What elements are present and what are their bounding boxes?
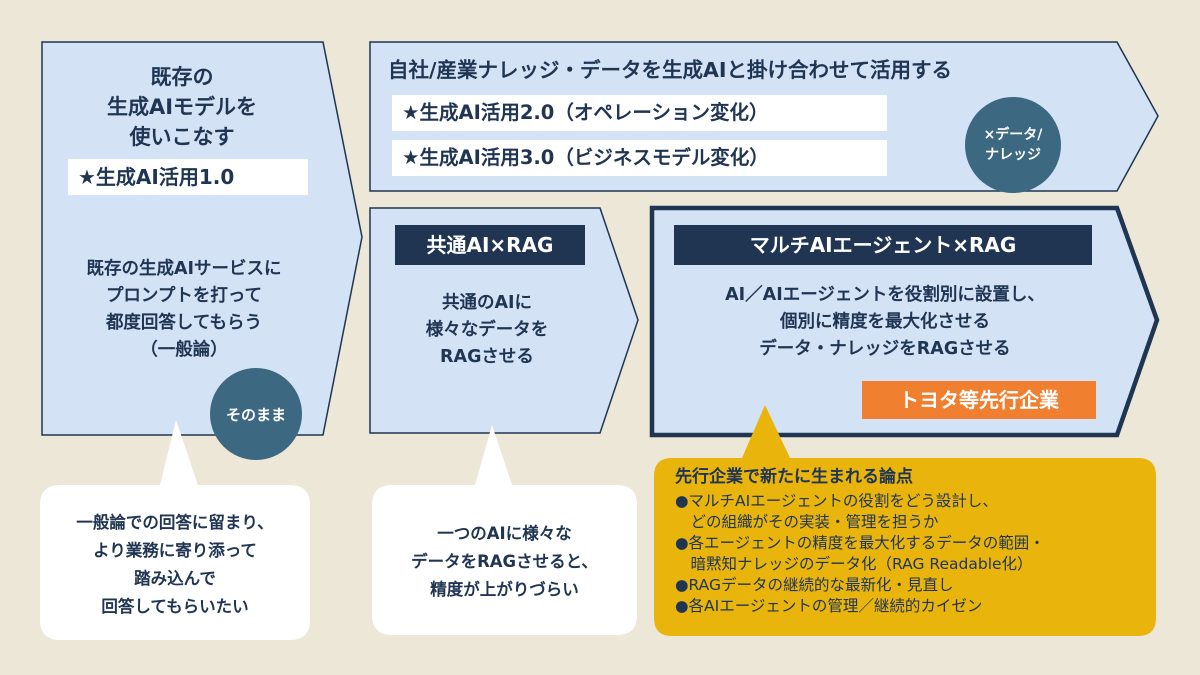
- bubble2-text: 一つのAIに様々な データをRAGさせると、 精度が上がりづらい: [411, 524, 598, 599]
- bubble3-shape: [654, 405, 1156, 636]
- col2-body: 共通のAIに 様々なデータを RAGさせる: [425, 293, 549, 367]
- top-badge-2: ★生成AI活用2.0（オペレーション変化）: [392, 95, 887, 131]
- top-badge-3: ★生成AI活用3.0（ビジネスモデル変化）: [392, 140, 887, 176]
- col1-title: 既存の 生成AIモデルを 使いこなす: [106, 65, 258, 149]
- bubble3-bullets: ●マルチAIエージェントの役割をどう設計し、 どの組織がその実装・管理を担うか …: [675, 491, 1153, 617]
- bubble3-bullet: ●マルチAIエージェントの役割をどう設計し、 どの組織がその実装・管理を担うか: [675, 492, 998, 531]
- col1-badge: ★生成AI活用1.0: [68, 159, 308, 195]
- bubble3-title: 先行企業で新たに生まれる論点: [675, 467, 913, 487]
- top-circle: ×データ/ ナレッジ: [965, 97, 1061, 193]
- bubble1-shape: [40, 420, 310, 640]
- col3-body: AI／AIエージェントを役割別に設置し、 個別に精度を最大化させる データ・ナレ…: [725, 285, 1045, 359]
- col1-body: 既存の生成AIサービスに プロンプトを打って 都度回答してもらう （一般論）: [86, 259, 282, 360]
- bubble3-bullet: ●各エージェントの精度を最大化するデータの範囲・ 暗黙知ナレッジのデータ化（RA…: [675, 534, 1045, 573]
- col3-label: マルチAIエージェント×RAG: [674, 225, 1092, 265]
- col2-label: 共通AI×RAG: [395, 225, 585, 265]
- col3-badge: トヨタ等先行企業: [862, 381, 1096, 419]
- col1-circle: そのまま: [210, 368, 302, 460]
- bubble3-bullet: ●RAGデータの継続的な最新化・見直し: [675, 576, 954, 594]
- bubble3-bullet: ●各AIエージェントの管理／継続的カイゼン: [675, 597, 983, 615]
- bubble1-text: 一般論での回答に留まり、 より業務に寄り添って 踏み込んで 回答してもらいたい: [76, 513, 274, 616]
- top-title: 自社/産業ナレッジ・データを生成AIと掛け合わせて活用する: [388, 58, 952, 82]
- bubble2-shape: [372, 425, 637, 635]
- col1-box: [41, 41, 363, 436]
